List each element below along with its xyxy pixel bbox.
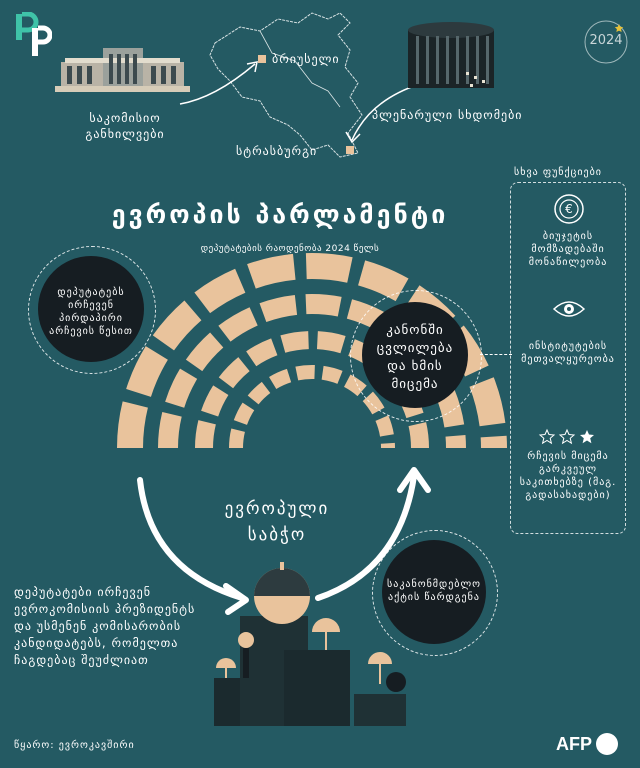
strasbourg-building bbox=[408, 22, 494, 88]
legislative-dark-disc bbox=[382, 540, 486, 644]
afp-text: AFP bbox=[556, 733, 592, 754]
strasbourg-marker bbox=[346, 146, 354, 154]
map-outline bbox=[209, 12, 363, 158]
arrow-to-brussels bbox=[179, 61, 258, 105]
stars-icon bbox=[538, 428, 594, 445]
plenary-label: პლენარული სხდომები bbox=[372, 108, 523, 122]
european-council-label: ევროპული საბჭო bbox=[224, 499, 330, 545]
strasbourg-label: სტრასბურგი bbox=[236, 144, 318, 158]
main-title: ევროპის პარლამენტი bbox=[111, 200, 449, 229]
euro-icon: € bbox=[554, 194, 584, 224]
legislative-text: საკანონმდებლო აქტის წარდგენა bbox=[387, 579, 481, 603]
left-dashed-circle bbox=[28, 246, 156, 374]
right-dashed-circle bbox=[350, 290, 482, 422]
brussels-marker bbox=[258, 55, 266, 63]
afp-dot-icon bbox=[596, 733, 618, 755]
rp-logo bbox=[14, 11, 53, 58]
right-dark-disc bbox=[362, 302, 468, 408]
source-text: წყარო: ევროკავშირი bbox=[14, 740, 135, 751]
legislative-dashed-circle bbox=[372, 530, 498, 656]
year-text: 2024 bbox=[589, 33, 623, 48]
committee-label: საკომისიო განხილვები bbox=[85, 111, 165, 141]
other-functions-panel bbox=[510, 182, 626, 534]
other-functions-title: სხვა ფუნქციები bbox=[514, 167, 602, 178]
function-budget-text: ბიუჯეტის მომზადებაში მონაწილეობა bbox=[528, 231, 608, 268]
year-badge bbox=[582, 18, 630, 66]
bottom-left-text: დეპუტატები ირჩევენ ევროკომისიის პრეზიდენ… bbox=[14, 585, 196, 667]
pedestal-figures bbox=[214, 562, 406, 726]
brussels-building bbox=[55, 48, 190, 92]
subtitle: დეპუტატების რაოდენობა 2024 წელს bbox=[200, 244, 380, 254]
left-circle-text: დეპუტატებს ირჩევენ პირდაპირი არჩევის წეს… bbox=[49, 287, 133, 337]
connector-line bbox=[480, 354, 512, 355]
eye-icon bbox=[552, 301, 586, 317]
brussels-label: ბრიუსელი bbox=[272, 52, 340, 66]
function-oversight-text: ინსტიტუტების მეთვალყურეობა bbox=[521, 341, 615, 365]
right-circle-text: კანონში ცვლილება და ხმის მიცემა bbox=[376, 323, 454, 392]
afp-logo: AFP bbox=[556, 732, 618, 756]
left-dark-disc bbox=[38, 256, 144, 362]
svg-text:€: € bbox=[565, 202, 573, 216]
function-advice-text: რჩევის მიცემა გარკვეულ საკითხებზე (მაგ. … bbox=[519, 451, 617, 501]
